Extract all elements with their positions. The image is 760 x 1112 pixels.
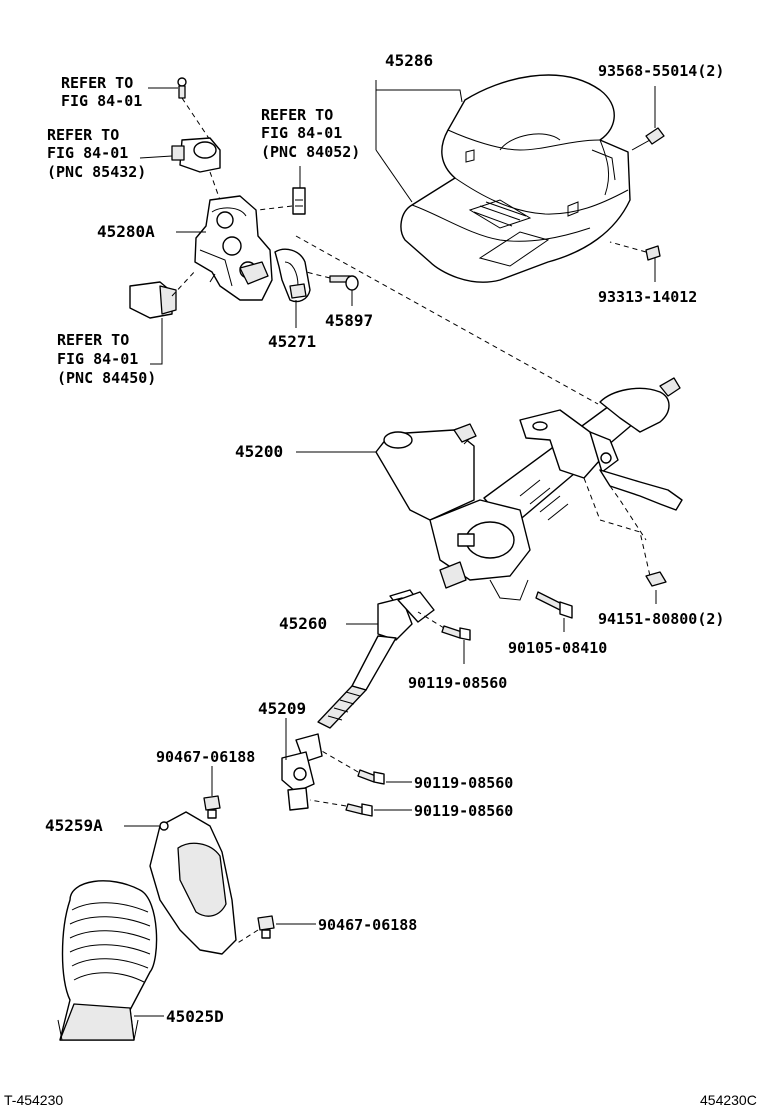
ref2-line1: REFER TO (47, 126, 119, 144)
ref1-line1: REFER TO (61, 74, 133, 92)
u-joint-part (281, 733, 323, 811)
label-90119-08560-a: 90119-08560 (408, 674, 507, 692)
ref-fig-84-01-pnc-85432: REFER TO FIG 84-01 (PNC 85432) (47, 126, 146, 181)
ref-screw-part (177, 77, 187, 99)
ref-fig-84-01-pnc-84052: REFER TO FIG 84-01 (PNC 84052) (261, 106, 360, 161)
screw-93568-part (631, 127, 665, 151)
ref2-line3: (PNC 85432) (47, 163, 146, 181)
bolt-45897-part (329, 275, 359, 291)
ref2-line2: FIG 84-01 (47, 144, 128, 162)
ref3-line1: REFER TO (261, 106, 333, 124)
clip-90467-a-part (203, 795, 221, 819)
label-94151-80800: 94151-80800(2) (598, 610, 724, 628)
column-cover-part (400, 74, 631, 283)
nut-94151-part (645, 571, 667, 587)
ref3-line3: (PNC 84052) (261, 143, 360, 161)
footer-left-code: T-454230 (4, 1092, 63, 1108)
footer-right-code: 454230C (700, 1092, 757, 1108)
bolt-90105-part (535, 591, 573, 619)
label-45200: 45200 (235, 442, 283, 461)
label-45897: 45897 (325, 311, 373, 330)
intermediate-shaft-part (317, 589, 435, 729)
ref4-line3: (PNC 84450) (57, 369, 156, 387)
bolt-90119-c-part (345, 803, 373, 817)
ref1-line2: FIG 84-01 (61, 92, 142, 110)
screw-93313-part (609, 241, 661, 261)
connector-84450-part (129, 281, 177, 319)
lock-housing-part (194, 195, 273, 301)
label-93313-14012: 93313-14012 (598, 288, 697, 306)
bolt-90119-a-part (441, 625, 471, 641)
bolt-90119-b-part (357, 769, 385, 785)
label-45271: 45271 (268, 332, 316, 351)
label-45259A: 45259A (45, 816, 103, 835)
label-90467-06188-b: 90467-06188 (318, 916, 417, 934)
steering-boot-part (57, 880, 158, 1041)
ref-fig-84-01-pnc-84450: REFER TO FIG 84-01 (PNC 84450) (57, 331, 156, 387)
clip-90467-b-part (257, 915, 275, 939)
label-90105-08410: 90105-08410 (508, 639, 607, 657)
label-90467-06188-a: 90467-06188 (156, 748, 255, 766)
label-45209: 45209 (258, 699, 306, 718)
label-90119-08560-b: 90119-08560 (414, 774, 513, 792)
bracket-45271-part (274, 248, 311, 303)
ref4-line2: FIG 84-01 (57, 350, 138, 368)
ref4-line1: REFER TO (57, 331, 129, 349)
label-45280A: 45280A (97, 222, 155, 241)
switch-connector-part (292, 187, 306, 215)
label-45260: 45260 (279, 614, 327, 633)
column-hole-cover-part (149, 811, 237, 955)
label-45025D: 45025D (166, 1007, 224, 1026)
label-45286: 45286 (385, 51, 433, 70)
ref3-line2: FIG 84-01 (261, 124, 342, 142)
label-93568-55014: 93568-55014(2) (598, 62, 724, 80)
key-cylinder-part (171, 137, 221, 173)
label-90119-08560-c: 90119-08560 (414, 802, 513, 820)
steering-column-part (375, 377, 683, 601)
ref-fig-84-01-a: REFER TO FIG 84-01 (61, 74, 142, 110)
